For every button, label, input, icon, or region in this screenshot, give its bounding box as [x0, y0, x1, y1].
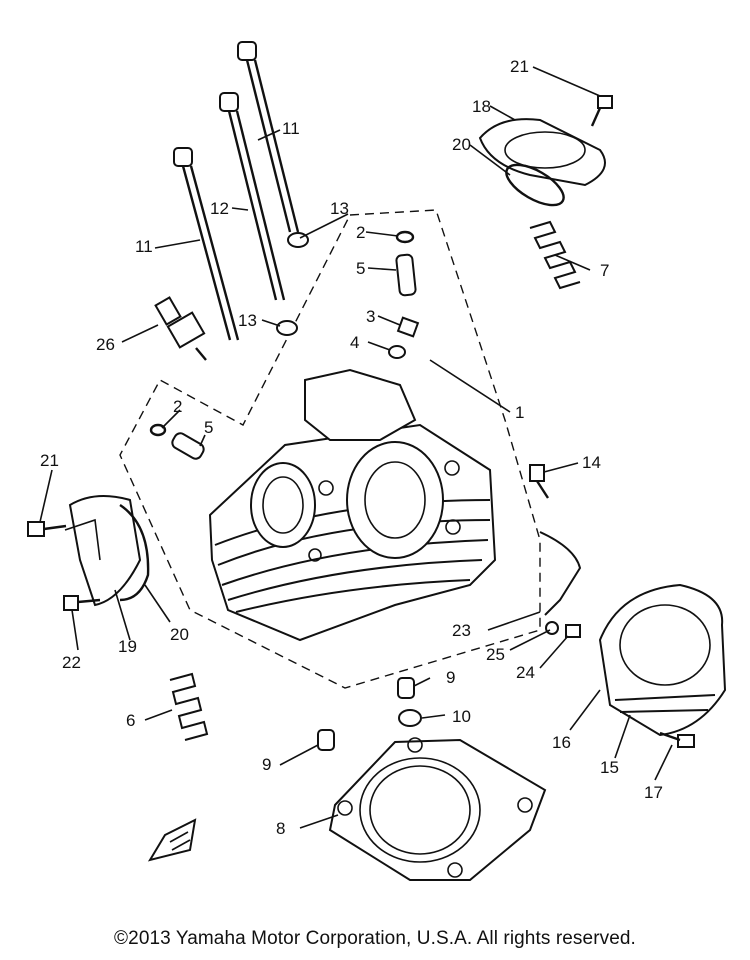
- callout-18: 18: [472, 97, 491, 116]
- callout-20-top: 20: [452, 135, 471, 154]
- nut-3: [396, 316, 420, 338]
- copyright-notice: ©2013 Yamaha Motor Corporation, U.S.A. A…: [114, 928, 636, 949]
- cylinder-head-exploded-diagram: 1 2 2 3 4 5 5 6 7 8 9 9 10 11 11 12 13 1…: [27, 41, 727, 881]
- callout-labels: 1 2 2 3 4 5 5 6 7 8 9 9 10 11 11 12 13 1…: [40, 57, 663, 838]
- callout-11-left: 11: [135, 237, 153, 256]
- bolt-21-left: [27, 521, 45, 537]
- bolt-17: [677, 734, 695, 748]
- callout-14: 14: [582, 453, 601, 472]
- callout-13-top: 13: [330, 199, 349, 218]
- stud-14: [529, 464, 550, 499]
- callout-19: 19: [118, 637, 137, 656]
- callout-3: 3: [366, 307, 375, 326]
- orientation-arrow-icon: [147, 818, 197, 862]
- callout-21-top: 21: [510, 57, 529, 76]
- callout-12: 12: [210, 199, 229, 218]
- clip-2-left: [149, 423, 167, 437]
- leader-lines: [39, 66, 673, 829]
- callout-21-left: 21: [40, 451, 59, 470]
- o-ring-20-left: [119, 504, 150, 602]
- callout-10: 10: [452, 707, 471, 726]
- head-bolt-12: [219, 92, 286, 301]
- callout-9-right: 9: [446, 668, 455, 687]
- callout-9-left: 9: [262, 755, 271, 774]
- bolt-22: [63, 595, 79, 611]
- washer-4: [388, 345, 406, 359]
- callout-20-left: 20: [170, 625, 189, 644]
- callout-5-top: 5: [356, 259, 365, 278]
- callout-15: 15: [600, 758, 619, 777]
- spring-6: [169, 672, 209, 741]
- callout-23: 23: [452, 621, 471, 640]
- head-bolt-11-right: [237, 41, 300, 233]
- callout-7: 7: [600, 261, 609, 280]
- callout-22: 22: [62, 653, 81, 672]
- callout-2-top: 2: [356, 223, 365, 242]
- side-cover: [598, 583, 727, 748]
- chain-guide-23: [539, 531, 582, 616]
- callout-1: 1: [515, 403, 524, 422]
- callout-2-left: 2: [173, 397, 182, 416]
- spark-plug: [154, 296, 207, 361]
- bolt-21-upper: [597, 95, 613, 109]
- callout-17: 17: [644, 783, 663, 802]
- pin-5-top: [395, 253, 417, 297]
- valve-cover-left: [27, 495, 150, 611]
- seal-10: [398, 709, 422, 727]
- bolt-24: [565, 624, 581, 638]
- head-bolt-11-left: [173, 147, 240, 341]
- assembly-boundary: [119, 209, 541, 689]
- callout-26: 26: [96, 335, 115, 354]
- callout-13-lower: 13: [238, 311, 257, 330]
- washer-25: [545, 621, 559, 635]
- cylinder-head: [208, 368, 497, 642]
- o-ring-20-upper: [505, 163, 565, 207]
- valve-cover-upper: [478, 95, 613, 207]
- callout-25: 25: [486, 645, 505, 664]
- callout-11-right: 11: [282, 119, 300, 138]
- callout-5-left: 5: [204, 418, 213, 437]
- callout-6: 6: [126, 711, 135, 730]
- callout-24: 24: [516, 663, 535, 682]
- washer-13-lower: [276, 320, 298, 336]
- callout-16: 16: [552, 733, 571, 752]
- pin-5-left: [171, 432, 205, 460]
- cylinder-gasket: [328, 737, 547, 881]
- dowel-9-left: [317, 729, 335, 751]
- callout-4: 4: [350, 333, 359, 352]
- callout-8: 8: [276, 819, 285, 838]
- dowel-9-right: [397, 677, 415, 699]
- clip-2-top: [395, 230, 415, 244]
